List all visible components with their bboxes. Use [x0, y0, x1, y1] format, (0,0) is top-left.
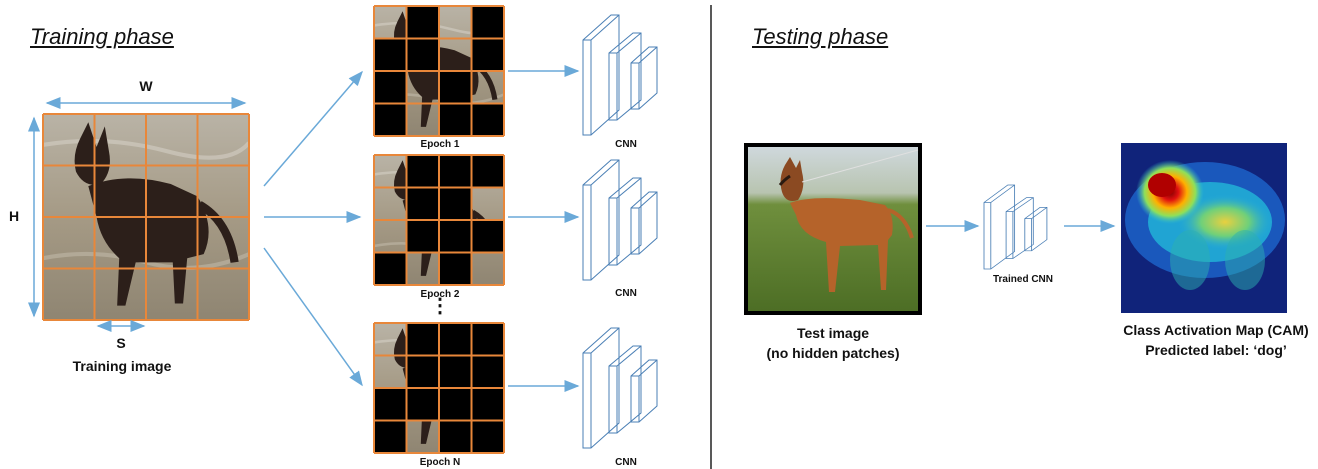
testing-phase-title: Testing phase	[752, 24, 889, 49]
hidden-patch	[471, 323, 504, 356]
hidden-patch	[439, 323, 472, 356]
test-image	[744, 143, 922, 315]
hidden-patch	[471, 388, 504, 421]
hidden-patch	[374, 420, 407, 453]
epoch-tile-2	[373, 154, 505, 286]
hidden-patch	[374, 38, 407, 71]
hidden-patch	[406, 355, 439, 388]
hidden-patch	[374, 252, 407, 285]
hidden-patch	[406, 155, 439, 188]
epoch-tiles	[373, 5, 505, 454]
epoch-tile-3	[373, 322, 505, 454]
cnn-block-epoch-1	[582, 14, 658, 136]
hidden-patch	[439, 388, 472, 421]
arrow-to-epoch-1	[263, 70, 363, 187]
epoch-n-label: Epoch N	[419, 457, 461, 468]
cnn-label-epoch-n: CNN	[615, 457, 637, 468]
training-image-grid	[42, 113, 250, 321]
hidden-patch	[406, 388, 439, 421]
hidden-patch	[471, 6, 504, 39]
cam-caption-line2: Predicted label: ‘dog’	[1145, 342, 1287, 358]
training-image	[42, 113, 250, 321]
hidden-patch	[406, 6, 439, 39]
hidden-patch	[439, 71, 472, 104]
hidden-patch	[471, 155, 504, 188]
width-label: W	[139, 78, 153, 94]
hidden-patch	[471, 420, 504, 453]
hidden-patch	[471, 103, 504, 136]
epoch-tile-1	[373, 5, 505, 137]
epoch-1-label: Epoch 1	[420, 139, 460, 150]
cnn-block-epoch-n	[582, 327, 658, 449]
training-image-caption: Training image	[72, 358, 172, 374]
hidden-patch	[439, 252, 472, 285]
hidden-patch	[406, 38, 439, 71]
hidden-patch	[439, 220, 472, 253]
hidden-patch	[406, 323, 439, 356]
arrow-to-epoch-n	[263, 247, 363, 387]
hidden-patch	[471, 38, 504, 71]
trained-cnn-label: Trained CNN	[992, 274, 1053, 285]
cam-caption-line1: Class Activation Map (CAM)	[1123, 322, 1309, 338]
epoch-ellipsis: ⋮	[430, 295, 450, 317]
patch-size-label: S	[116, 335, 126, 351]
cnn-label-epoch-1: CNN	[615, 139, 637, 150]
hidden-patch	[439, 103, 472, 136]
class-activation-map	[1121, 143, 1287, 313]
hidden-patch	[439, 187, 472, 220]
height-label: H	[8, 208, 20, 224]
trained-cnn-block	[983, 184, 1048, 270]
hidden-patch	[439, 420, 472, 453]
hidden-patch	[406, 187, 439, 220]
hidden-patch	[471, 220, 504, 253]
hidden-patch	[439, 155, 472, 188]
hidden-patch	[374, 388, 407, 421]
test-image-caption-line1: Test image	[796, 325, 870, 341]
hidden-patch	[374, 103, 407, 136]
hidden-patch	[406, 220, 439, 253]
epoch-2-label: Epoch 2	[420, 289, 460, 300]
hidden-patch	[471, 355, 504, 388]
hidden-patch	[439, 355, 472, 388]
test-image-caption-line2: (no hidden patches)	[766, 345, 900, 361]
hidden-patch	[374, 71, 407, 104]
cnn-block-epoch-2	[582, 159, 658, 281]
cnn-label-epoch-2: CNN	[615, 288, 637, 299]
training-phase-title: Training phase	[30, 24, 174, 49]
